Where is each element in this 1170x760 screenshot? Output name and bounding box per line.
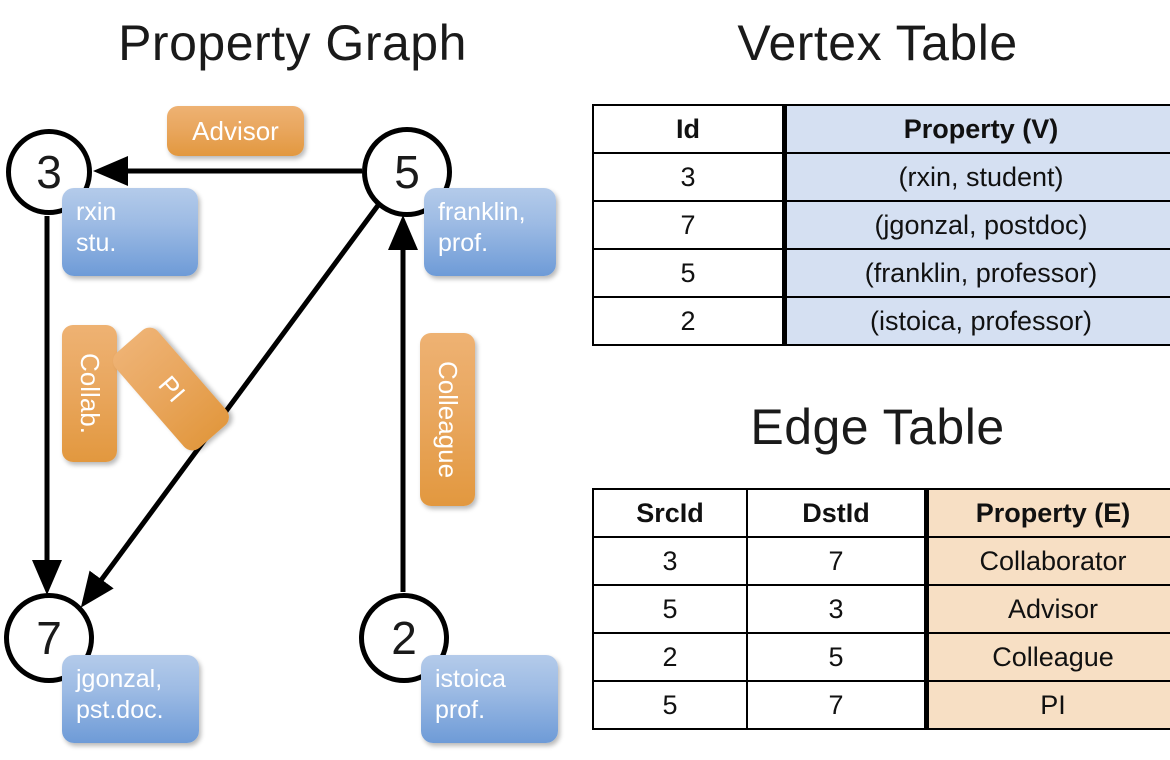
edge-cell-property: Colleague xyxy=(924,632,1170,682)
vertex-table: Id Property (V) 3 (rxin, student) 7 (jgo… xyxy=(592,104,1170,346)
edge-cell-srcid: 3 xyxy=(592,536,748,586)
vertex-cell-property: (franklin, professor) xyxy=(782,248,1170,298)
edge-cell-dstid: 3 xyxy=(746,584,928,634)
edge-cell-dstid: 7 xyxy=(746,680,928,730)
vertex-cell-id: 3 xyxy=(592,152,786,202)
vertex-property-bubble-franklin: franklin, prof. xyxy=(424,188,556,276)
table-row[interactable]: 3 7 Collaborator xyxy=(592,536,1170,586)
edge-table-header-property: Property (E) xyxy=(924,488,1170,538)
graph-node-7-label: 7 xyxy=(36,612,62,664)
edge-table: SrcId DstId Property (E) 3 7 Collaborato… xyxy=(592,488,1170,730)
vertex-table-header-property: Property (V) xyxy=(782,104,1170,154)
table-row[interactable]: 5 3 Advisor xyxy=(592,584,1170,634)
bubble-rxin-line1: rxin xyxy=(76,198,117,226)
page-title-edge-table: Edge Table xyxy=(750,399,1005,455)
bubble-istoica-line2: prof. xyxy=(435,695,486,724)
graph-node-5[interactable]: 5 xyxy=(362,127,452,217)
edge-cell-property: Advisor xyxy=(924,584,1170,634)
table-row[interactable]: 3 (rxin, student) xyxy=(592,152,1170,202)
edge-label-collab: Collab. xyxy=(62,325,117,462)
vertex-cell-id: 2 xyxy=(592,296,786,346)
vertex-cell-id: 5 xyxy=(592,248,786,298)
edge-cell-srcid: 5 xyxy=(592,680,748,730)
edge-label-pi-text: PI xyxy=(151,369,191,408)
vertex-cell-property: (rxin, student) xyxy=(782,152,1170,202)
table-row[interactable]: 5 (franklin, professor) xyxy=(592,248,1170,298)
edge-cell-srcid: 2 xyxy=(592,632,748,682)
edge-table-header-srcid: SrcId xyxy=(592,488,748,538)
edge-cell-property: Collaborator xyxy=(924,536,1170,586)
table-row[interactable]: 5 7 PI xyxy=(592,680,1170,730)
property-graph-diagram: 3 5 7 2 rxin stu. franklin, prof. jgonza… xyxy=(4,106,558,743)
vertex-table-header-row: Id Property (V) xyxy=(592,104,1170,154)
bubble-jgonzal-line2: pst.doc. xyxy=(76,695,164,724)
graph-node-5-label: 5 xyxy=(394,146,420,198)
edge-table-header-dstid: DstId xyxy=(746,488,928,538)
vertex-property-bubble-istoica: istoica prof. xyxy=(421,655,558,743)
bubble-rxin-line2: stu. xyxy=(76,228,117,257)
edge-5-to-7-pi xyxy=(80,202,382,608)
edge-cell-dstid: 7 xyxy=(746,536,928,586)
edge-cell-srcid: 5 xyxy=(592,584,748,634)
edge-label-advisor-text: Advisor xyxy=(192,115,279,146)
edge-label-colleague-text: Colleague xyxy=(433,360,463,479)
page-title-vertex-table: Vertex Table xyxy=(737,15,1018,71)
table-row[interactable]: 2 (istoica, professor) xyxy=(592,296,1170,346)
graph-node-2-label: 2 xyxy=(391,612,417,664)
vertex-table-header-id: Id xyxy=(592,104,786,154)
vertex-property-bubble-rxin: rxin stu. xyxy=(62,188,198,276)
vertex-cell-property: (istoica, professor) xyxy=(782,296,1170,346)
edge-cell-dstid: 5 xyxy=(746,632,928,682)
edge-label-colleague: Colleague xyxy=(420,333,475,506)
bubble-istoica-line1: istoica xyxy=(435,665,506,693)
graph-node-2[interactable]: 2 xyxy=(359,593,449,683)
edge-cell-property: PI xyxy=(924,680,1170,730)
table-row[interactable]: 7 (jgonzal, postdoc) xyxy=(592,200,1170,250)
vertex-cell-id: 7 xyxy=(592,200,786,250)
table-row[interactable]: 2 5 Colleague xyxy=(592,632,1170,682)
page-title-property-graph: Property Graph xyxy=(118,15,467,71)
graph-edges-svg xyxy=(32,156,418,608)
edge-label-advisor: Advisor xyxy=(167,106,304,156)
graph-node-3-label: 3 xyxy=(36,146,62,198)
vertex-cell-property: (jgonzal, postdoc) xyxy=(782,200,1170,250)
vertex-property-bubble-jgonzal: jgonzal, pst.doc. xyxy=(62,655,199,743)
bubble-jgonzal-line1: jgonzal, xyxy=(76,665,163,693)
edge-label-collab-text: Collab. xyxy=(75,353,105,434)
bubble-franklin-line1: franklin, xyxy=(438,198,526,226)
bubble-franklin-line2: prof. xyxy=(438,228,489,257)
edge-table-header-row: SrcId DstId Property (E) xyxy=(592,488,1170,538)
